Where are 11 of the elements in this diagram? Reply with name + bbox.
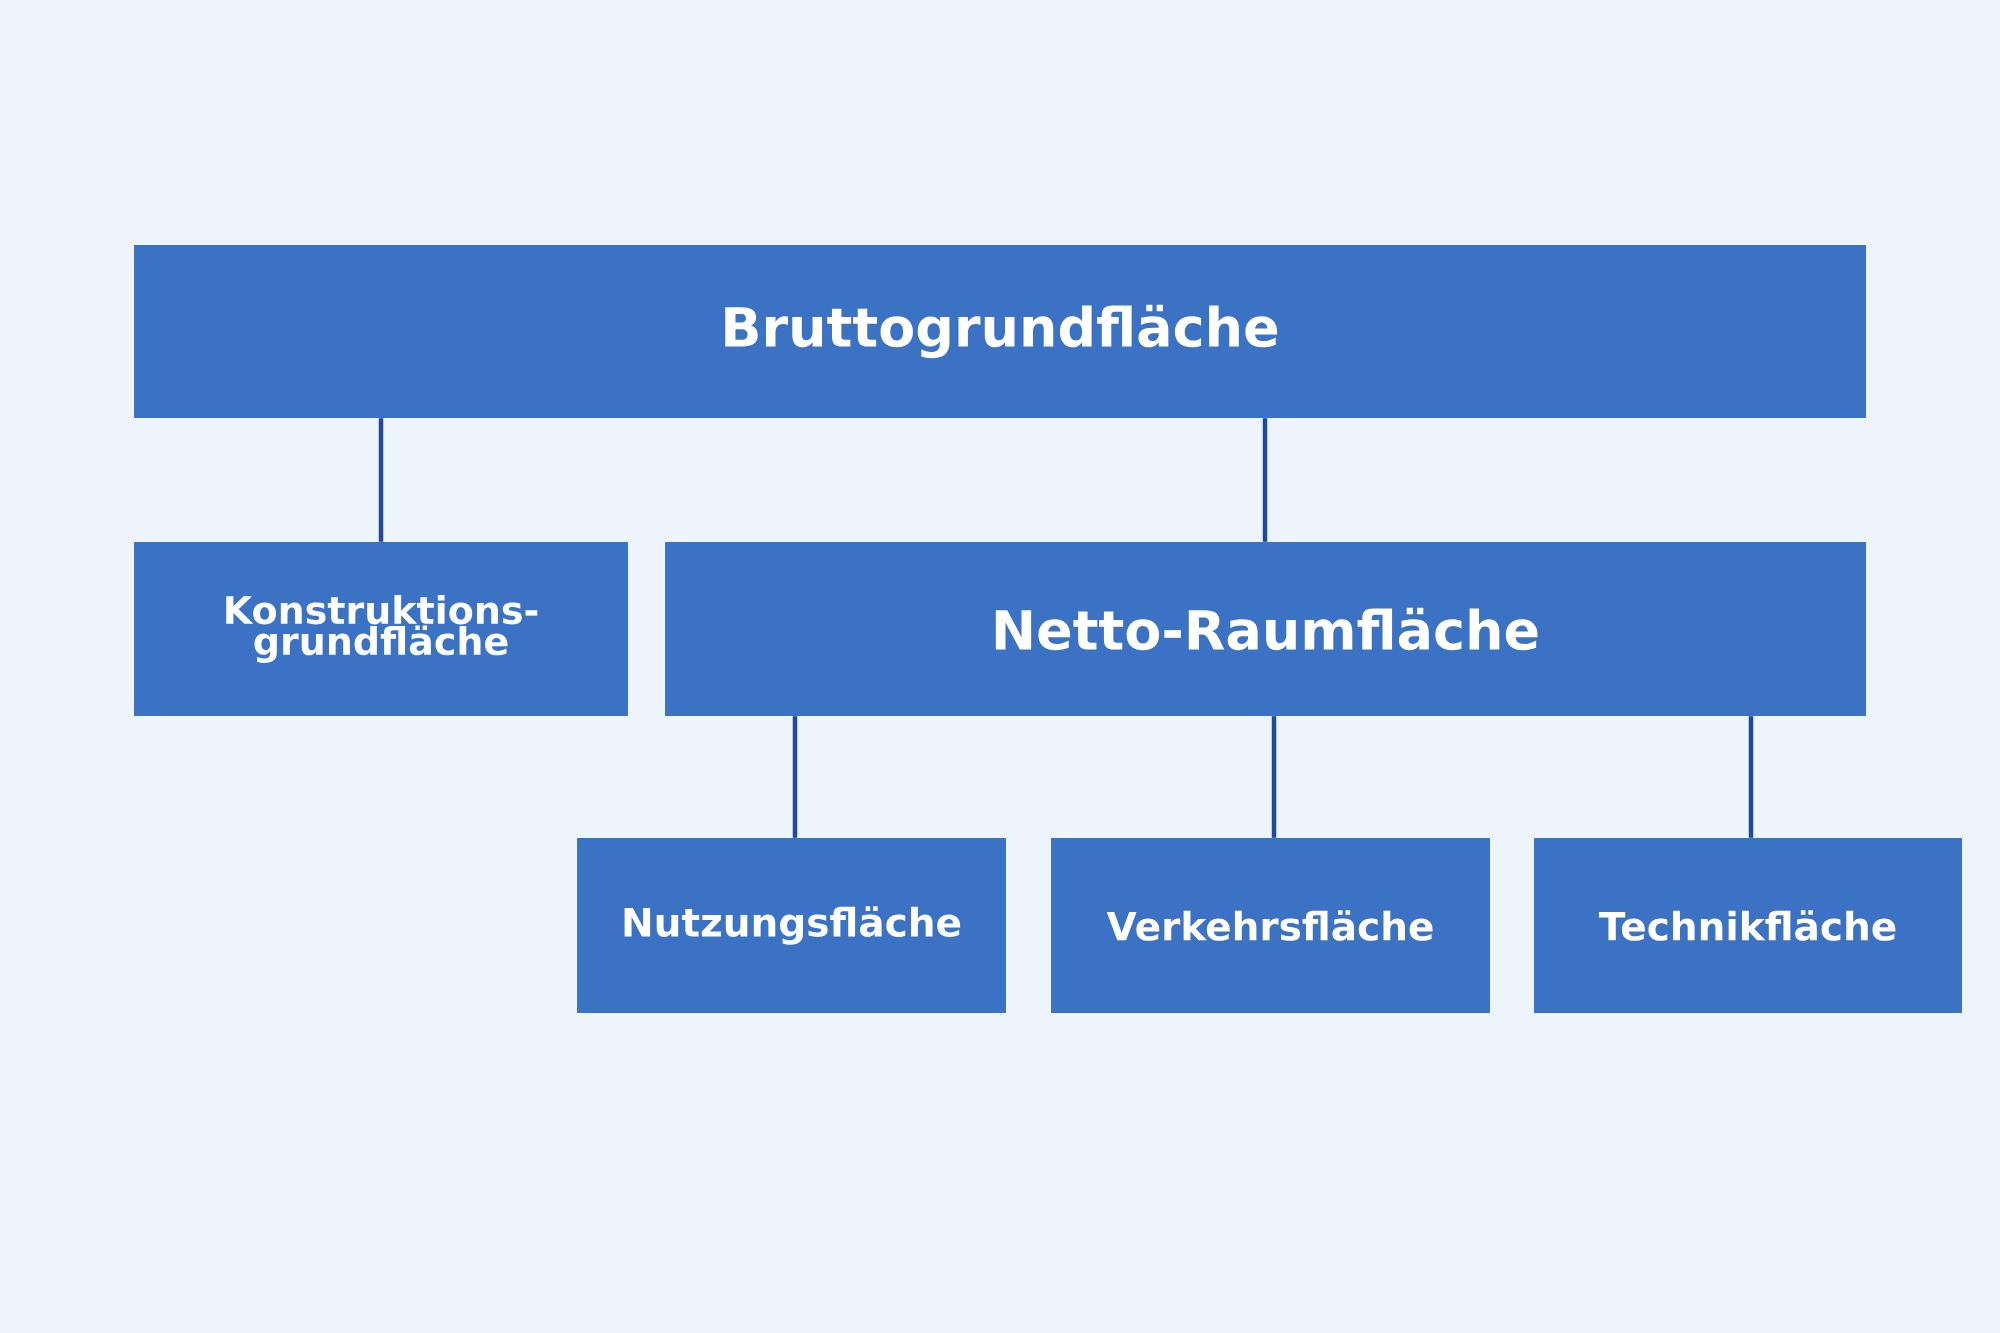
- connector-line: [1262, 418, 1268, 542]
- box: Technikfläche: [1534, 838, 1962, 1013]
- box: Konstruktions- grundfläche: [134, 542, 628, 716]
- box: Nutzungsfläche: [577, 838, 1006, 1013]
- connector-line: [1271, 716, 1277, 838]
- box: Verkehrsfläche: [1051, 838, 1490, 1013]
- connector-line: [1748, 716, 1754, 838]
- connector-line: [378, 418, 384, 542]
- box: Bruttogrundfläche: [134, 245, 1866, 418]
- connector-line: [792, 716, 798, 838]
- box: Netto-Raumfläche: [665, 542, 1866, 716]
